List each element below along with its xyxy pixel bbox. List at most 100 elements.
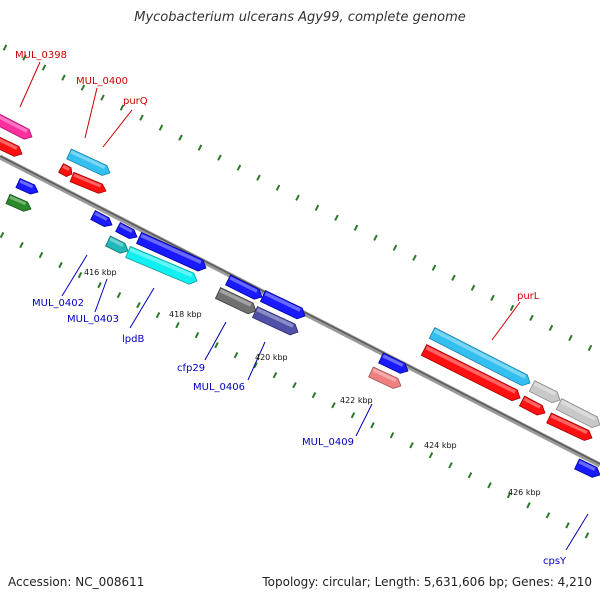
inner-dot — [272, 372, 278, 379]
gene-feature-blue-f-shape — [378, 352, 409, 374]
outer-dot — [431, 264, 437, 271]
gene-feature-blue-b[interactable] — [115, 222, 140, 242]
gene-feature-mul-0402[interactable] — [90, 210, 115, 230]
gene-feature-mul-0409-shape — [368, 366, 402, 389]
gene-feature-blue-d[interactable] — [225, 274, 265, 302]
gene-feature-grey-2-highlight — [560, 400, 597, 421]
inner-dot — [331, 402, 336, 409]
gene-label-cpsy[interactable]: cpsY — [543, 556, 567, 567]
leader-line — [247, 341, 266, 381]
gene-label-purq[interactable]: purQ — [123, 96, 148, 107]
gene-label-mul-0403[interactable]: MUL_0403 — [67, 314, 119, 325]
gene-label-mul-0406[interactable]: MUL_0406 — [193, 382, 245, 393]
inner-dot — [584, 532, 590, 539]
gene-label-cfp29[interactable]: cfp29 — [177, 363, 205, 374]
gene-label-lpdb[interactable]: lpdB — [122, 334, 144, 345]
gene-feature-blue-f[interactable] — [378, 352, 411, 376]
gene-feature-blue-e[interactable] — [259, 290, 307, 322]
inner-dot — [370, 422, 375, 429]
gene-feature-cfp29[interactable] — [214, 287, 258, 317]
gene-feature-purq-shape — [69, 171, 107, 194]
gene-label-mul-0400[interactable]: MUL_0400 — [76, 76, 128, 87]
gene-feature-mul-0406[interactable] — [251, 306, 300, 338]
inner-dot — [350, 412, 356, 419]
outer-dot — [470, 284, 476, 291]
outer-dot — [587, 344, 593, 351]
gene-feature-blue-c-highlight — [140, 233, 202, 264]
leader-line — [355, 403, 373, 437]
gene-label-mul-0402[interactable]: MUL_0402 — [32, 298, 84, 309]
leader-line — [129, 287, 155, 329]
kbp-tick-label: 420 kbp — [255, 353, 288, 362]
outer-dot — [236, 164, 242, 171]
leader-line — [19, 61, 41, 108]
gene-feature-green[interactable] — [5, 193, 33, 213]
inner-dot — [233, 352, 239, 359]
gene-feature-red-purl[interactable] — [420, 344, 522, 404]
gene-feature-mul-0409[interactable] — [368, 366, 404, 391]
outer-dot — [119, 104, 125, 111]
outer-dot — [22, 54, 27, 61]
gene-feature-red-small[interactable] — [58, 163, 75, 179]
inner-dot — [428, 452, 434, 459]
gene-feature-lpdb-shape — [125, 245, 198, 285]
gene-feature-purl[interactable] — [428, 327, 532, 389]
outer-dot — [158, 124, 164, 131]
kbp-ticks: 416 kbp 418 kbp 420 kbp 422 kbp 424 kbp … — [84, 268, 541, 497]
gene-feature-grey-highlight — [533, 381, 556, 396]
gene-feature-mul-0409-highlight — [372, 368, 397, 382]
outer-dot — [217, 154, 222, 161]
gene-feature-lpdb-highlight — [129, 247, 193, 277]
gene-feature-mul-0398-shape — [0, 112, 33, 140]
inner-dot — [389, 432, 395, 439]
gene-feature-mul-0403[interactable] — [105, 235, 131, 256]
outer-dot — [197, 144, 203, 151]
kbp-tick-label: 422 kbp — [340, 396, 373, 405]
outer-dot — [275, 184, 281, 191]
gene-feature-red-shape — [0, 135, 23, 157]
gene-feature-purq[interactable] — [69, 171, 108, 195]
leader-line — [61, 254, 88, 297]
outer-dot — [178, 134, 183, 141]
gene-feature-red-2[interactable] — [518, 395, 547, 418]
gene-feature-mul-0403-highlight — [109, 237, 124, 247]
gene-feature-lpdb[interactable] — [125, 245, 200, 286]
gene-feature-purq-highlight — [73, 173, 102, 188]
gene-label-mul-0398[interactable]: MUL_0398 — [15, 50, 67, 61]
outer-dot — [256, 174, 261, 181]
gene-feature-red-2-highlight — [523, 397, 541, 409]
leader-line — [565, 513, 589, 551]
inner-dot — [311, 392, 317, 399]
outer-dot — [392, 244, 398, 251]
gene-feature-mul-0406-highlight — [256, 307, 294, 328]
outer-dot — [334, 214, 339, 221]
gene-feature-red-2-shape — [518, 395, 546, 416]
gene-feature-red-3[interactable] — [546, 412, 595, 443]
gene-feature-cpsy[interactable] — [574, 458, 600, 480]
gene-feature-grey-2[interactable] — [555, 398, 600, 431]
inner-dot — [565, 522, 570, 529]
gene-feature-red[interactable] — [0, 135, 24, 159]
gene-feature-green-highlight — [9, 195, 27, 206]
topology-text: Topology: circular; Length: 5,631,606 bp… — [262, 575, 592, 589]
leader-line — [204, 321, 227, 361]
inner-dot — [77, 271, 83, 279]
gene-feature-blue-a[interactable] — [15, 177, 40, 196]
gene-feature-purl-highlight — [433, 329, 527, 379]
gene-feature-mul-0402-shape — [90, 210, 113, 228]
gene-feature-grey[interactable] — [528, 380, 562, 406]
inner-dot — [487, 482, 492, 489]
inner-dot — [19, 241, 24, 249]
gene-feature-blue-b-shape — [115, 222, 138, 240]
gene-feature-blue-a-highlight — [19, 179, 34, 189]
gene-feature-red-highlight — [0, 137, 18, 150]
gene-label-purl[interactable]: purL — [517, 291, 540, 302]
outer-dot — [529, 314, 534, 321]
gene-feature-mul-0398[interactable] — [0, 112, 35, 142]
gene-feature-mul-0400[interactable] — [66, 148, 113, 178]
gene-features — [0, 112, 600, 480]
gene-feature-blue-c[interactable] — [136, 231, 209, 274]
inner-dot — [409, 442, 414, 449]
gene-label-mul-0409[interactable]: MUL_0409 — [302, 437, 354, 448]
